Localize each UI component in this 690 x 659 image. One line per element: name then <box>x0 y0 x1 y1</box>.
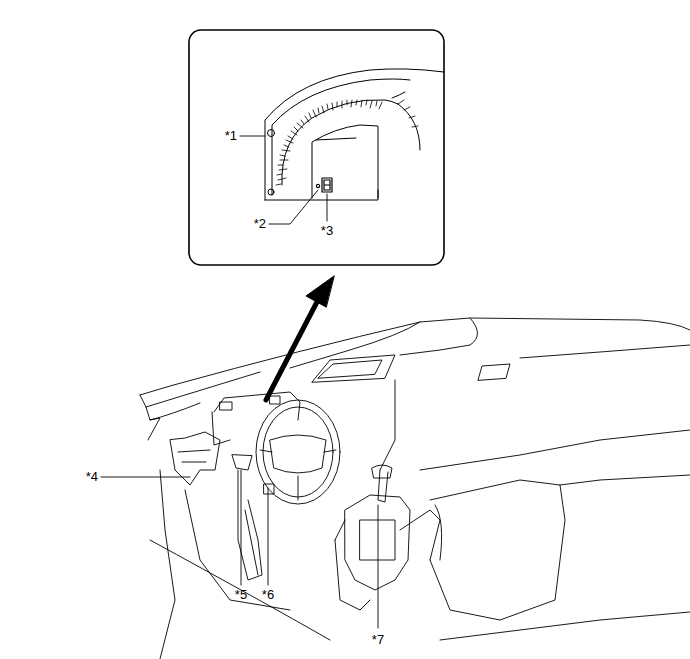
callout-number: *5 <box>235 588 247 602</box>
callout-number: *3 <box>321 224 333 238</box>
inset-frame <box>189 30 444 265</box>
combination-meter <box>265 69 444 200</box>
callout-number: *1 <box>225 129 237 143</box>
callout-number: *6 <box>262 588 274 602</box>
shift-indicator <box>316 178 332 192</box>
callout-number: *7 <box>372 633 384 647</box>
vehicle-interior <box>140 318 690 659</box>
leader-lines <box>101 136 378 628</box>
callout-number: *4 <box>86 470 98 484</box>
callout-number: *2 <box>254 217 266 231</box>
